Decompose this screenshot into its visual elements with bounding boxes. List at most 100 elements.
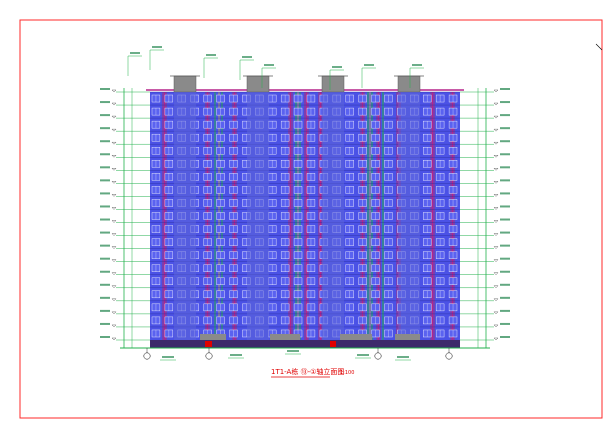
level-value-glyph [100,218,110,221]
tower-shaft [322,92,344,340]
building-elevation [120,75,490,349]
tower-shaft [398,92,420,340]
level-value-glyph [500,101,510,104]
level-marker [111,168,117,171]
left-elevation-dimensions [100,88,150,348]
level-value-glyph [100,179,110,182]
level-value-glyph [500,231,510,234]
level-marker [493,272,499,275]
level-marker [111,337,117,341]
level-value-glyph [100,153,110,156]
level-marker [493,233,499,236]
bottom-callout-glyph [162,356,174,358]
callout-text-glyph [364,64,374,66]
roof-tower [246,75,270,93]
level-marker [111,102,117,106]
level-value-glyph [500,205,510,208]
level-value-glyph [100,296,110,299]
level-marker [493,259,499,262]
level-value-glyph [100,114,110,117]
bottom-callout-glyph [287,350,299,352]
top-and-bottom-annotations [127,46,453,361]
level-value-glyph [500,140,510,143]
level-marker [493,89,499,93]
level-marker [111,246,117,249]
level-value-glyph [100,192,110,195]
level-value-glyph [500,192,510,195]
level-value-glyph [100,257,110,260]
level-marker [111,155,117,158]
building-base [150,340,460,348]
level-marker [111,142,117,145]
level-value-glyph [500,114,510,117]
level-marker [111,181,117,184]
level-value-glyph [100,205,110,208]
drawing-border [19,19,603,419]
level-value-glyph [500,218,510,221]
level-marker [111,311,117,315]
level-marker [111,115,117,119]
level-value-glyph [100,283,110,286]
level-value-glyph [500,296,510,299]
level-value-glyph [500,166,510,169]
level-marker [493,246,499,249]
level-marker [493,102,499,106]
level-marker [493,181,499,184]
level-value-glyph [100,231,110,234]
drawing-title-block: 1T1-A栋 ⑬-①轴立面图 1:100 [271,367,354,378]
level-value-glyph [100,140,110,143]
callout-text-glyph [152,46,162,48]
level-value-glyph [500,270,510,273]
level-value-glyph [500,283,510,286]
bottom-callout-glyph [357,354,369,356]
level-value-glyph [500,322,510,325]
level-value-glyph [100,127,110,130]
level-marker [111,285,117,289]
level-value-glyph [500,153,510,156]
axis-bubble [143,352,151,360]
level-marker [111,324,117,328]
level-value-glyph [100,101,110,104]
callout-text-glyph [242,56,252,58]
tower-shaft [174,92,196,340]
level-marker [493,220,499,223]
entrance-canopy [340,334,372,340]
level-marker [493,311,499,315]
drawing-scale: 1:100 [340,370,354,376]
entrance-canopy [270,334,300,340]
level-marker [111,207,117,210]
callout-text-glyph [206,54,216,56]
level-value-glyph [500,336,510,338]
entrance-canopy [395,334,420,340]
level-marker [493,285,499,289]
base-accent [330,341,336,347]
level-marker [111,129,117,132]
roof-tower [321,75,345,93]
drawing-title: 1T1-A栋 ⑬-①轴立面图 [271,367,344,376]
level-value-glyph [500,244,510,247]
level-value-glyph [500,88,510,90]
level-marker [111,194,117,197]
level-value-glyph [100,270,110,273]
entrance-canopy [200,334,226,340]
level-value-glyph [500,309,510,312]
corner-mark [595,43,603,51]
level-marker [493,155,499,158]
level-marker [493,115,499,119]
callout-text-glyph [264,64,274,66]
callout-text-glyph [332,66,342,68]
level-marker [111,233,117,236]
callout-text-glyph [130,52,140,54]
level-value-glyph [500,257,510,260]
level-marker [111,220,117,223]
axis-bubble [374,352,382,360]
level-marker [493,142,499,145]
level-value-glyph [500,179,510,182]
roof-tower [173,75,197,93]
right-elevation-dimensions [460,88,510,348]
level-marker [493,337,499,341]
level-value-glyph [100,309,110,312]
level-value-glyph [100,336,110,338]
level-marker [493,129,499,132]
